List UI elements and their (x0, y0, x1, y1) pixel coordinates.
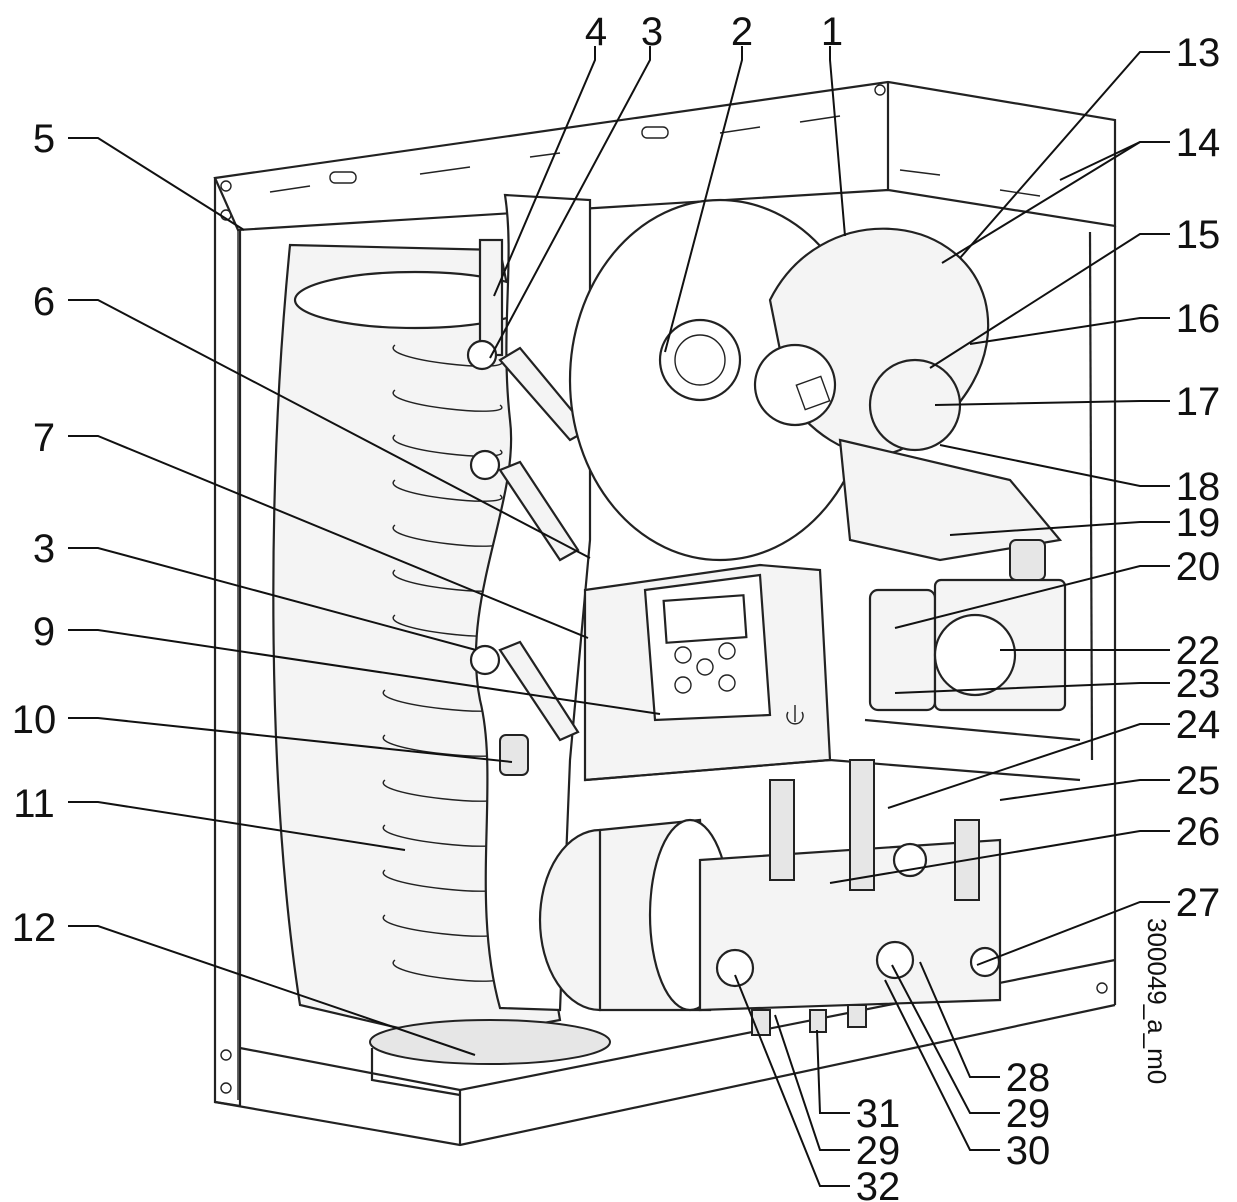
callout-29-lower: 29 (856, 1129, 901, 1173)
casing-frame (213, 80, 1117, 1147)
callout-2: 2 (731, 10, 753, 54)
pump-and-valves (864, 539, 1081, 742)
callout-23: 23 (1176, 662, 1221, 706)
callout-9: 9 (33, 610, 55, 654)
callout-20: 20 (1176, 545, 1221, 589)
callout-labels: 1 2 3 4 5 6 7 3 9 10 11 12 13 14 15 16 1… (12, 10, 1221, 1202)
callout-7: 7 (33, 416, 55, 460)
callout-32: 32 (856, 1165, 901, 1202)
callout-24: 24 (1176, 703, 1221, 747)
leader-lines (68, 46, 1170, 1187)
callout-1: 1 (821, 10, 843, 54)
callout-19: 19 (1176, 501, 1221, 545)
callout-26: 26 (1176, 810, 1221, 854)
callout-3-lower: 3 (33, 527, 55, 571)
callout-22: 22 (1176, 629, 1221, 673)
callout-6: 6 (33, 280, 55, 324)
callout-30: 30 (1006, 1129, 1051, 1173)
callout-25: 25 (1176, 759, 1221, 803)
callout-27: 27 (1176, 881, 1221, 925)
callout-18: 18 (1176, 465, 1221, 509)
callout-11: 11 (13, 782, 55, 826)
hydraulic-block (698, 759, 1002, 1036)
drawing-code: 300049_a_m0 (1142, 918, 1172, 1084)
callout-13: 13 (1176, 31, 1221, 75)
callout-4: 4 (585, 10, 607, 54)
callout-15: 15 (1176, 213, 1221, 257)
heat-exchanger (568, 198, 1063, 562)
callout-16: 16 (1176, 297, 1221, 341)
callout-17: 17 (1176, 380, 1221, 424)
callout-28: 28 (1006, 1056, 1051, 1100)
callout-12: 12 (12, 906, 57, 950)
callout-31: 31 (856, 1092, 901, 1136)
callout-29: 29 (1006, 1092, 1051, 1136)
callout-14: 14 (1176, 121, 1221, 165)
cylinder-pipes (466, 238, 590, 776)
callout-10: 10 (12, 698, 57, 742)
callout-5: 5 (33, 117, 55, 161)
callout-3: 3 (641, 10, 663, 54)
control-panel (583, 563, 1081, 782)
